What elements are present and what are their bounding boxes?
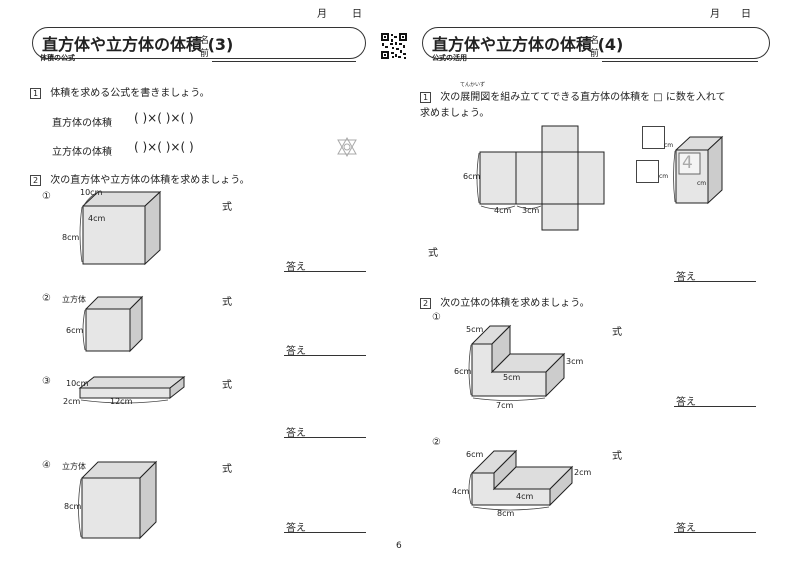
- dimension-label: 3cm: [522, 206, 540, 215]
- ruby-text: てんかいず: [460, 82, 486, 88]
- dimension-label: 6cm: [466, 450, 484, 459]
- date-day-right: 日: [741, 9, 752, 20]
- name-label-right-1: 名: [590, 36, 600, 46]
- blank-box-2[interactable]: [636, 160, 659, 183]
- shape-label: 立方体: [62, 462, 86, 471]
- date-month-left: 月: [317, 9, 328, 20]
- dimension-label: 4cm: [88, 214, 106, 223]
- box-net-figure: [476, 125, 605, 231]
- dimension-label: 2cm: [63, 397, 81, 406]
- blank-box-1[interactable]: [642, 126, 665, 149]
- question-number-left-2: 2: [30, 175, 42, 186]
- step-shape-figure-2: [468, 449, 574, 511]
- answer-label: 答え: [286, 346, 306, 357]
- title-banner-left: [32, 27, 366, 59]
- question-text-left-1: 体積を求める公式を書きましょう。: [50, 88, 210, 99]
- answer-line[interactable]: [674, 532, 756, 533]
- dimension-label: 6cm: [454, 367, 472, 376]
- answer-label: 答え: [286, 523, 306, 534]
- cuboid-figure-3: [78, 375, 186, 404]
- dimension-label: 8cm: [62, 233, 80, 242]
- expression-label: 式: [222, 202, 232, 213]
- cube-figure-4: [78, 460, 158, 540]
- item-number: ②: [42, 293, 51, 304]
- name-field-left[interactable]: [212, 61, 356, 62]
- dimension-label: 3cm: [566, 357, 584, 366]
- expression-label: 式: [612, 327, 622, 338]
- question-text-right-2: 次の立体の体積を求めましょう。: [440, 298, 590, 309]
- qr-code-icon: [381, 33, 407, 59]
- answer-line[interactable]: [284, 532, 366, 533]
- name-label-left-2: 前: [200, 49, 210, 59]
- question-number-left-1: 1: [30, 88, 42, 99]
- dimension-label: 4cm: [494, 206, 512, 215]
- unit-label: cm: [664, 142, 674, 149]
- date-month-right: 月: [710, 9, 721, 20]
- item-number: ②: [432, 437, 441, 448]
- page-subtitle-right: 公式の活用: [432, 54, 467, 62]
- date-day-left: 日: [352, 9, 363, 20]
- expression-label: 式: [222, 297, 232, 308]
- answer-label: 答え: [676, 272, 696, 283]
- dimension-label: 8cm: [497, 509, 515, 518]
- expression-label: 式: [612, 451, 622, 462]
- name-field-right[interactable]: [602, 61, 758, 62]
- answer-line[interactable]: [674, 406, 756, 407]
- l-shape-figure-1: [468, 324, 566, 401]
- dimension-label: 7cm: [496, 401, 514, 410]
- dimension-label: 2cm: [574, 468, 592, 477]
- answer-line[interactable]: [284, 355, 366, 356]
- expression-label: 式: [222, 464, 232, 475]
- question-number-right-1: 1: [420, 92, 432, 103]
- dimension-label: 5cm: [503, 373, 521, 382]
- unit-label: cm: [659, 173, 669, 180]
- page-number: 6: [396, 541, 402, 551]
- shape-label: 立方体: [62, 295, 86, 304]
- formula-label-cuboid: 直方体の体積: [52, 118, 112, 129]
- dimension-label: 6cm: [463, 172, 481, 181]
- dimension-label: 8cm: [64, 502, 82, 511]
- box-figure: [673, 135, 724, 205]
- question-text-right-1a: 次の展開図を組み立ててできる直方体の体積を □ に数を入れて: [440, 92, 726, 103]
- answer-label: 答え: [286, 262, 306, 273]
- answer-label: 答え: [676, 523, 696, 534]
- name-label-right-2: 前: [590, 49, 600, 59]
- dimension-label: 4cm: [452, 487, 470, 496]
- question-text-right-1b: 求めましょう。: [420, 108, 490, 119]
- question-text-left-2: 次の直方体や立方体の体積を求めましょう。: [50, 175, 250, 186]
- cuboid-figure-1: [79, 190, 162, 266]
- answer-line[interactable]: [284, 437, 366, 438]
- expression-label: 式: [428, 248, 438, 259]
- item-number: ③: [42, 376, 51, 387]
- dimension-label: 6cm: [66, 326, 84, 335]
- title-banner-right: [422, 27, 770, 59]
- box-digit: 4: [682, 153, 693, 173]
- dimension-label: 12cm: [110, 397, 133, 406]
- name-label-left-1: 名: [200, 36, 210, 46]
- formula-blanks-cube[interactable]: ( )×( )×( ): [134, 140, 194, 154]
- page-subtitle-left: 体積の公式: [40, 54, 75, 62]
- expression-label: 式: [222, 380, 232, 391]
- item-number: ①: [42, 191, 51, 202]
- formula-label-cube: 立方体の体積: [52, 147, 112, 158]
- page-title-right: 直方体や立方体の体積 (4): [432, 35, 624, 54]
- dimension-label: 4cm: [516, 492, 534, 501]
- answer-line[interactable]: [284, 271, 366, 272]
- item-number: ①: [432, 312, 441, 323]
- unit-label: cm: [697, 180, 707, 187]
- page-title-left: 直方体や立方体の体積 (3): [42, 35, 234, 54]
- answer-label: 答え: [676, 397, 696, 408]
- answer-line[interactable]: [674, 281, 756, 282]
- dimension-label: 5cm: [466, 325, 484, 334]
- question-number-right-2: 2: [420, 298, 432, 309]
- answer-label: 答え: [286, 428, 306, 439]
- formula-blanks-cuboid[interactable]: ( )×( )×( ): [134, 111, 194, 125]
- dimension-label: 10cm: [80, 188, 103, 197]
- ornament-icon: [337, 136, 357, 158]
- cube-figure-2: [82, 295, 144, 353]
- dimension-label: 10cm: [66, 379, 89, 388]
- item-number: ④: [42, 460, 51, 471]
